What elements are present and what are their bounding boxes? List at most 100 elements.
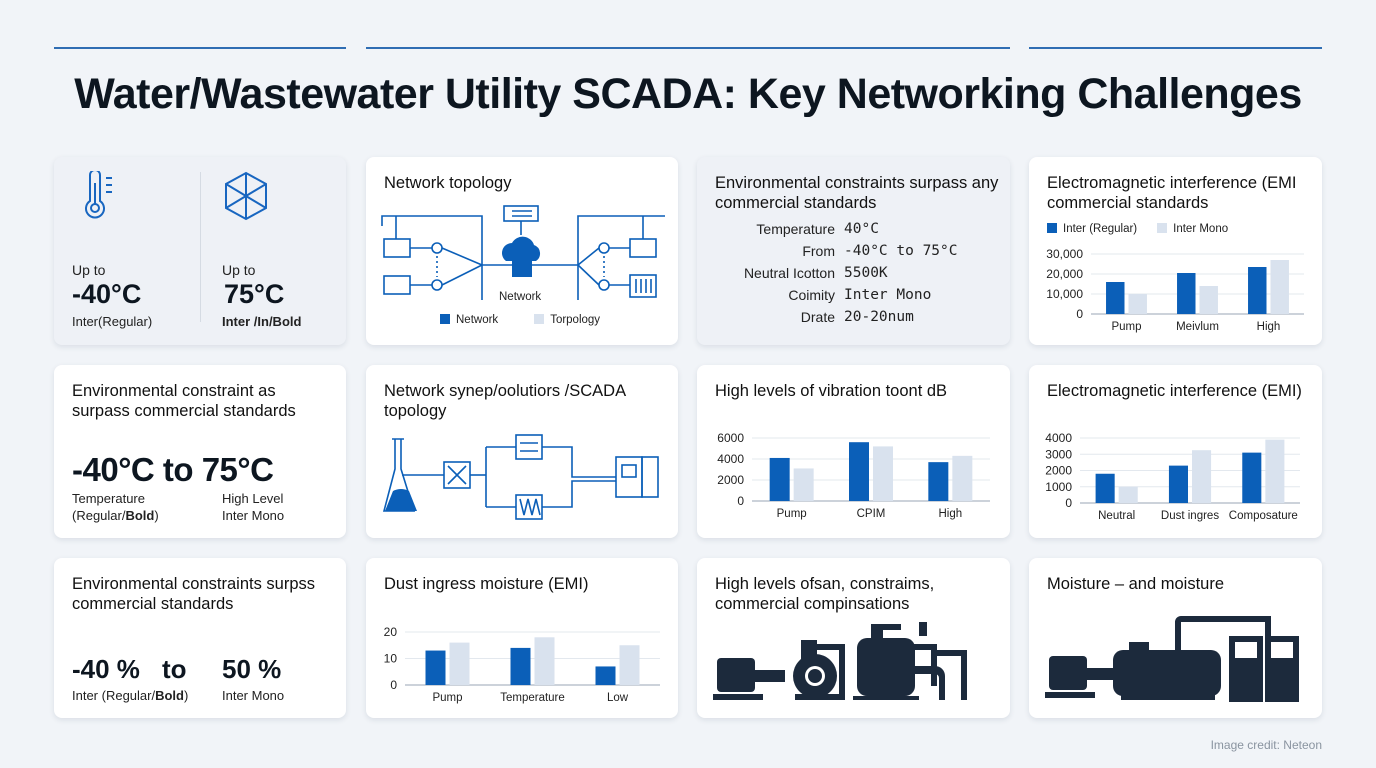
bar (1177, 273, 1196, 314)
bar (1192, 450, 1212, 503)
bar (1128, 294, 1147, 314)
y-tick-label: 2000 (717, 473, 744, 487)
y-tick-label: 20 (384, 625, 398, 639)
right-value: 75°C (224, 279, 285, 309)
x-tick-label: CPIM (857, 508, 886, 520)
card-environmental-range: Environmental constraint as surpass comm… (54, 365, 346, 538)
x-tick-label: High (939, 508, 963, 520)
scada-topology-diagram (382, 434, 659, 520)
card-emi-standards: Electromagnetic interference (EMI commer… (1029, 157, 1322, 345)
bar (928, 462, 949, 501)
bar (425, 650, 446, 685)
bar (619, 645, 640, 685)
x-tick-label: Meivlum (1176, 321, 1219, 333)
x-tick-label: Pump (1111, 321, 1141, 333)
card-title: Electromagnetic interference (EMI) (1047, 382, 1302, 400)
y-tick-label: 30,000 (1046, 247, 1083, 261)
card-title: Electromagnetic interference (EMI commer… (1047, 174, 1297, 212)
bar (849, 442, 869, 501)
pump-control-panel-icon (1045, 616, 1299, 702)
pump-equipment-icon (713, 622, 967, 700)
x-tick-label: Composature (1229, 510, 1298, 522)
bar (1242, 452, 1262, 503)
bar (873, 446, 893, 501)
humidity-max: 50 % (222, 654, 282, 684)
legend-item-topology: Torpology (534, 314, 600, 326)
card-title: High levels of vibration toont dB (715, 382, 948, 400)
bar (769, 457, 790, 501)
card-scada-topology: Network synep/oolutiors /SCADA topology (366, 365, 678, 538)
y-tick-label: 20,000 (1046, 267, 1083, 281)
card-humidity: Environmental constraints surpss commerc… (54, 558, 346, 718)
humidity-min: -40 % (72, 654, 140, 684)
y-tick-label: 3000 (1045, 447, 1072, 461)
card-title: High levels ofsan, constraims, commercia… (715, 575, 935, 613)
legend-item-inter-regular: Inter (Regular) (1047, 223, 1137, 235)
card-title: Environmental constraints surpss commerc… (72, 575, 316, 613)
right-note: Inter /In/Bold (222, 314, 302, 329)
card-pumps: High levels ofsan, constraims, commercia… (697, 558, 1010, 718)
y-tick-label: 4000 (1045, 431, 1072, 445)
y-tick-label: 6000 (717, 431, 744, 445)
x-tick-label: High (1257, 321, 1281, 333)
note-inter: Inter (Regular/Bold) (72, 688, 189, 703)
topology-legend: Network Torpology (440, 314, 600, 326)
card-title: Environmental constraints surpass any co… (715, 174, 999, 212)
y-tick-label: 0 (737, 494, 744, 508)
bar (1168, 465, 1188, 503)
spec-value: 5500K (844, 265, 888, 281)
spec-value: 20-20num (844, 309, 914, 325)
network-topology-diagram (381, 205, 665, 300)
spec-value: -40°C to 75°C (844, 243, 958, 259)
y-tick-label: 2000 (1045, 464, 1072, 478)
page-title: Water/Wastewater Utility SCADA: Key Netw… (74, 70, 1302, 118)
bar (510, 647, 531, 685)
spec-key: Temperature (756, 221, 835, 237)
card-title: Moisture – and moisture (1047, 575, 1224, 593)
y-tick-label: 10 (384, 652, 398, 666)
x-tick-label: Dust ingres (1161, 510, 1219, 522)
y-tick-label: 0 (1065, 496, 1072, 510)
y-tick-label: 0 (1076, 307, 1083, 321)
bar (1118, 486, 1138, 503)
note-mono: Inter Mono (222, 688, 285, 703)
spec-key: From (802, 243, 835, 259)
x-tick-label: Neutral (1098, 510, 1135, 522)
legend-item-network: Network (440, 314, 498, 326)
spec-row: Neutral Icotton 5500K (697, 265, 1010, 285)
top-rule-center (366, 47, 1010, 49)
left-value: -40°C (72, 279, 142, 309)
chart-legend: Inter (Regular) Inter Mono (1047, 223, 1228, 235)
card-title: Network topology (384, 174, 512, 192)
spec-row: From -40°C to 75°C (697, 243, 1010, 263)
card-title: Environmental constraint as surpass comm… (72, 382, 296, 420)
card-moisture: Moisture – and moisture (1029, 558, 1322, 718)
card-temperature: Up to -40°C Inter(Regular) Up to 75°C In… (54, 157, 346, 345)
image-credit: Image credit: Neteon (1210, 738, 1322, 752)
bar (1270, 260, 1289, 314)
bar (1248, 267, 1267, 314)
humidity-to: to (162, 654, 187, 684)
legend-item-inter-mono: Inter Mono (1157, 223, 1228, 235)
card-title: Dust ingress moisture (EMI) (384, 575, 589, 593)
bar (595, 666, 616, 685)
x-tick-label: Low (607, 692, 629, 704)
spec-key: Neutral Icotton (743, 265, 835, 281)
spec-key: Drate (800, 309, 835, 325)
note-temperature: Temperature(Regular/Bold) (72, 491, 159, 523)
card-title: Network synep/oolutiors /SCADA topology (384, 382, 626, 420)
card-network-topology: Network topology Network Network Torpolo… (366, 157, 678, 345)
spec-value: Inter Mono (844, 287, 932, 303)
thermometer-icon (85, 171, 112, 219)
y-tick-label: 0 (390, 678, 397, 692)
